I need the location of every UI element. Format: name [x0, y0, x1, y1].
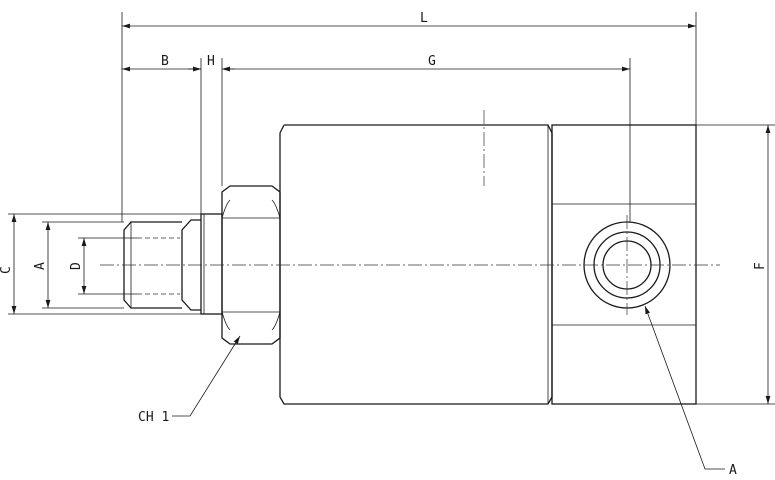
- label-H: H: [207, 54, 215, 69]
- label-C: C: [0, 266, 14, 274]
- threaded-stem: [123, 213, 223, 315]
- label-F: F: [753, 262, 768, 270]
- label-D: D: [69, 262, 84, 270]
- label-B: B: [161, 54, 169, 69]
- port-block: [551, 124, 697, 405]
- dimension-labels: L B H G C A D F CH 1 A: [0, 11, 768, 478]
- hex-nut: [221, 185, 281, 345]
- main-body: [279, 124, 553, 405]
- leader-lines: [172, 305, 725, 470]
- label-G: G: [428, 54, 436, 69]
- label-A: A: [33, 262, 48, 270]
- dimension-lines: [11, 23, 771, 404]
- callout-port-a: A: [729, 463, 737, 478]
- callout-ch1: CH 1: [138, 410, 169, 425]
- extension-lines: [8, 12, 775, 405]
- centerlines: [100, 110, 720, 315]
- label-L: L: [420, 11, 428, 26]
